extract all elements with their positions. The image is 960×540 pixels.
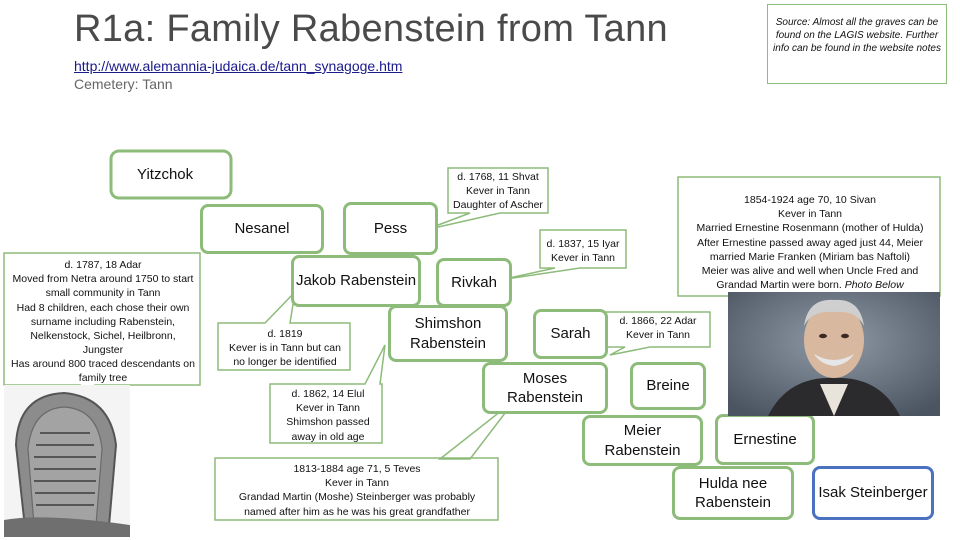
person-nesanel: Nesanel — [200, 204, 324, 254]
meier-portrait-photo — [728, 292, 940, 416]
person-shimshon: Shimshon Rabenstein — [388, 305, 508, 362]
page-title: R1a: Family Rabenstein from Tann — [74, 8, 668, 51]
person-breine: Breine — [630, 362, 706, 410]
person-rivkah: Rivkah — [436, 258, 512, 307]
note-meier-emphasis: Photo Below — [845, 279, 904, 291]
person-yitzchok: Yitzchok — [111, 151, 231, 198]
person-sarah: Sarah — [533, 309, 608, 359]
person-ernestine: Ernestine — [715, 414, 815, 465]
person-jakob: Jakob Rabenstein — [291, 255, 421, 307]
person-isak: Isak Steinberger — [812, 466, 934, 520]
person-pess: Pess — [343, 202, 438, 255]
person-hulda: Hulda nee Rabenstein — [672, 466, 794, 520]
source-note: Source: Almost all the graves can be fou… — [767, 4, 947, 84]
source-link[interactable]: http://www.alemannia-judaica.de/tann_syn… — [74, 58, 402, 74]
gravestone-photo — [4, 385, 130, 537]
person-moses: Moses Rabenstein — [482, 362, 608, 414]
person-meier: Meier Rabenstein — [582, 415, 703, 466]
cemetery-label: Cemetery: Tann — [74, 76, 173, 92]
